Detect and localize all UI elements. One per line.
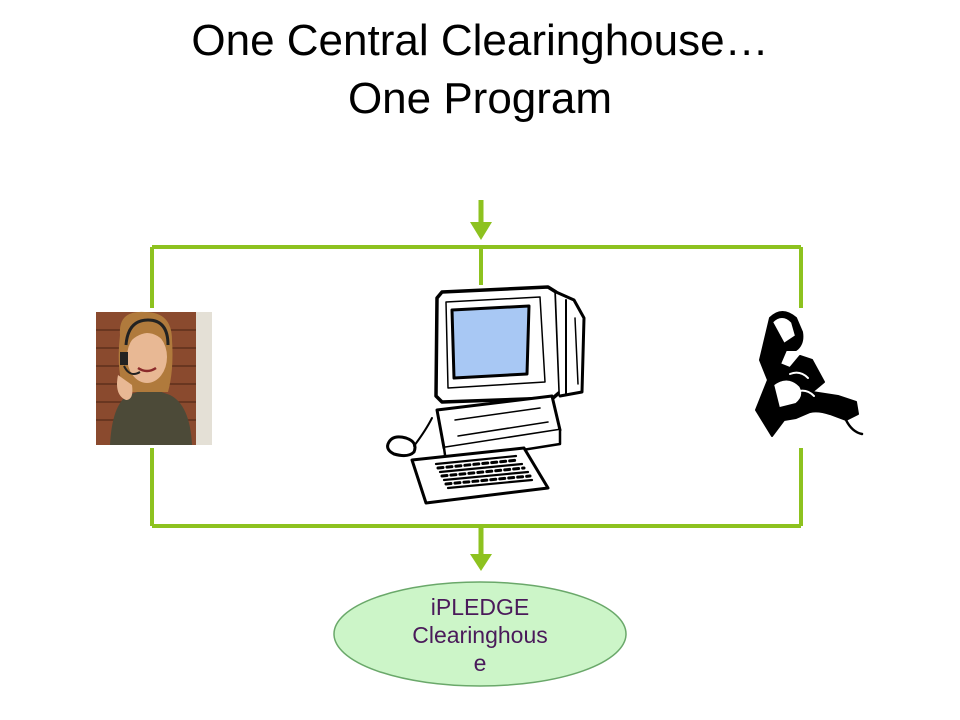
connector-bottom [150,448,803,528]
connector-top [150,245,803,308]
slide-title-line-2: One Program [347,74,613,123]
arrow-out-icon [470,526,492,571]
arrow-in-icon [470,200,492,240]
clearinghouse-label-line-2: Clearinghous [412,622,548,648]
clearinghouse-label: iPLEDGE Clearinghous e [332,583,628,687]
clearinghouse-label-line-3: e [473,650,487,676]
clearinghouse-node [333,581,627,687]
clearinghouse-label-line-1: iPLEDGE [430,594,530,620]
slide-title-line-1: One Central Clearinghouse… [191,16,769,65]
computer-icon [386,285,586,505]
telephone-handset-icon [755,311,864,437]
operator-photo-icon [96,311,212,445]
slide-title: One Central Clearinghouse… One Program [0,12,960,128]
